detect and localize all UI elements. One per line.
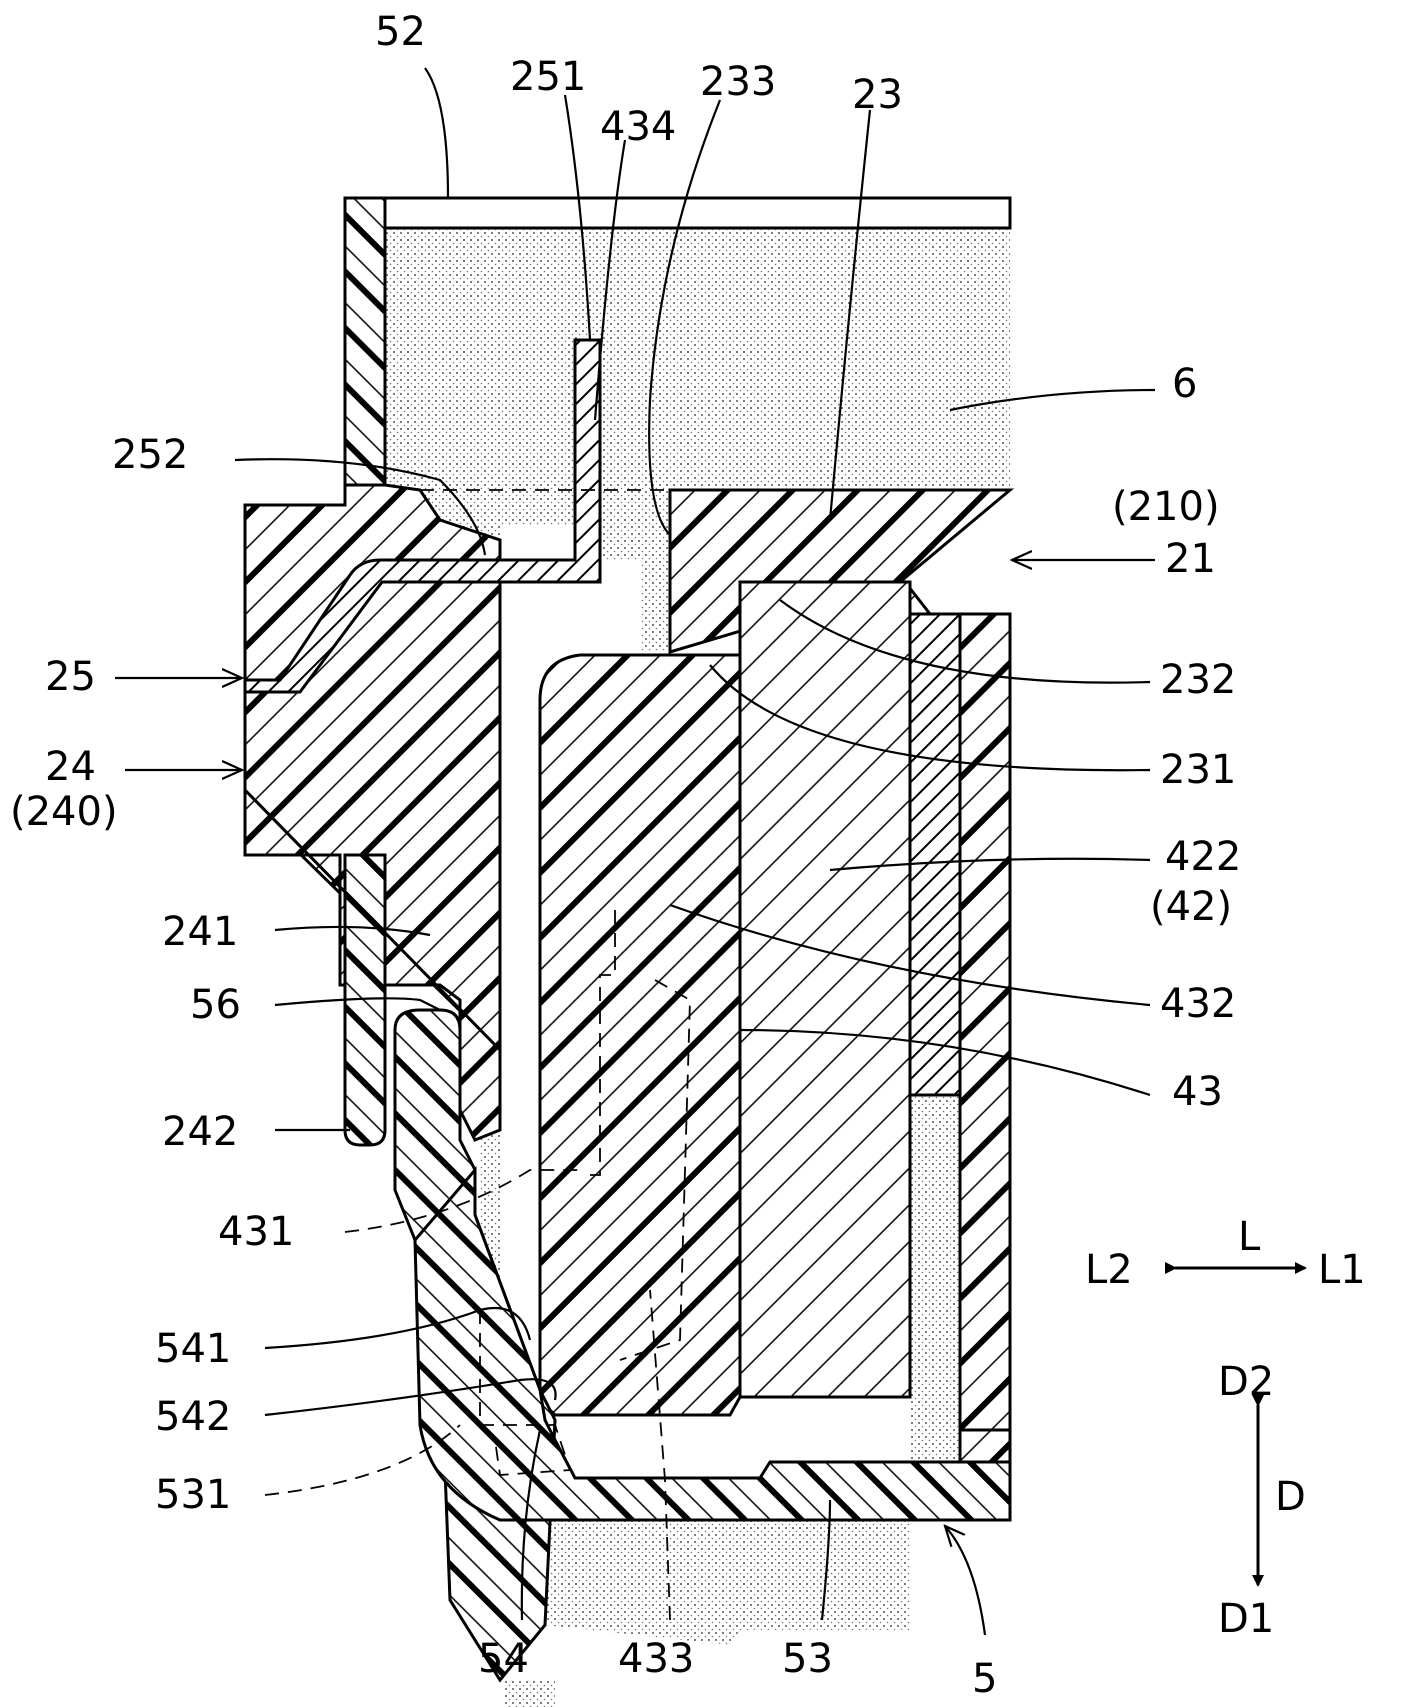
label-431: 431 xyxy=(218,1209,294,1255)
label-433: 433 xyxy=(618,1636,694,1682)
label-210: (210) xyxy=(1112,484,1220,530)
axis-label-D1: D1 xyxy=(1218,1596,1274,1642)
label-231: 231 xyxy=(1160,747,1236,793)
label-242: 242 xyxy=(162,1109,238,1155)
label-6: 6 xyxy=(1172,361,1197,407)
lid-wall xyxy=(345,198,385,485)
block-43 xyxy=(540,655,740,1415)
label-54: 54 xyxy=(478,1636,529,1682)
axis-label-L2: L2 xyxy=(1085,1247,1133,1293)
axis-label-L: L xyxy=(1238,1214,1261,1260)
leader-52 xyxy=(425,68,448,198)
label-541: 541 xyxy=(155,1326,231,1372)
core-422 xyxy=(740,582,910,1397)
label-251: 251 xyxy=(510,54,586,100)
label-53: 53 xyxy=(782,1636,833,1682)
label-240: (240) xyxy=(10,789,118,835)
label-232: 232 xyxy=(1160,657,1236,703)
label-432: 432 xyxy=(1160,981,1236,1027)
label-434: 434 xyxy=(600,104,676,150)
label-56: 56 xyxy=(190,982,241,1028)
label-21: 21 xyxy=(1165,536,1216,582)
label-43: 43 xyxy=(1172,1069,1223,1115)
label-5: 5 xyxy=(972,1656,997,1702)
label-233: 233 xyxy=(700,59,776,105)
axis-label-D: D xyxy=(1275,1474,1306,1520)
bar-42 xyxy=(910,614,960,1095)
leader-5 xyxy=(945,1526,985,1635)
label-542: 542 xyxy=(155,1394,231,1440)
axis-label-D2: D2 xyxy=(1218,1359,1274,1405)
label-24: 24 xyxy=(45,744,96,790)
lid-52 xyxy=(345,198,1010,228)
label-52: 52 xyxy=(375,9,426,55)
label-241: 241 xyxy=(162,909,238,955)
label-42: (42) xyxy=(1150,884,1232,930)
label-422: 422 xyxy=(1165,834,1241,880)
label-252: 252 xyxy=(112,432,188,478)
label-531: 531 xyxy=(155,1472,231,1518)
case-body-21 xyxy=(960,614,1010,1430)
axis-label-L1: L1 xyxy=(1318,1247,1366,1293)
label-23: 23 xyxy=(852,72,903,118)
label-25: 25 xyxy=(45,654,96,700)
